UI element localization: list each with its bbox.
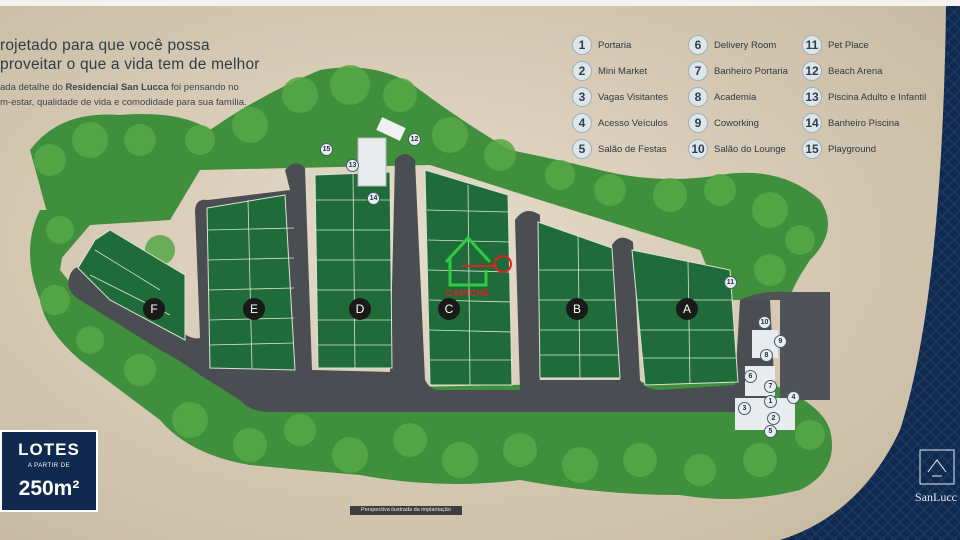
- map-marker: 5: [764, 425, 777, 438]
- legend-number-badge: 1: [572, 35, 592, 55]
- legend-number-badge: 7: [688, 61, 708, 81]
- sector-label: E: [243, 298, 265, 320]
- legend-item: 15 Playground: [802, 138, 876, 160]
- legend-number-badge: 15: [802, 139, 822, 159]
- legend-label: Banheiro Piscina: [828, 117, 900, 129]
- lotes-badge: LOTES A PARTIR DE 250m²: [0, 430, 98, 512]
- tree-canopy: [30, 67, 832, 499]
- brand-logo: SanLucc: [912, 446, 960, 516]
- watermark-text: CAPICHE: [446, 288, 491, 298]
- map-marker: 3: [738, 402, 751, 415]
- legend-number-badge: 6: [688, 35, 708, 55]
- sector-label: C: [438, 298, 460, 320]
- legend-item: 14 Banheiro Piscina: [802, 112, 899, 134]
- legend-item: 8 Academia: [688, 86, 756, 108]
- legend-number-badge: 2: [572, 61, 592, 81]
- beach-arena: [376, 117, 406, 141]
- lotes-title: LOTES: [18, 440, 80, 459]
- legend-label: Delivery Room: [714, 39, 777, 51]
- legend-number-badge: 11: [802, 35, 822, 55]
- legend-item: 6 Delivery Room: [688, 34, 776, 56]
- legend-item: 1 Portaria: [572, 34, 631, 56]
- legend-number-badge: 13: [802, 87, 822, 107]
- legend-item: 10 Salão do Lounge: [688, 138, 786, 160]
- legend-label: Banheiro Portaria: [714, 65, 788, 77]
- headline-line-1: rojetado para que você possa: [0, 37, 210, 54]
- sector-label: D: [349, 298, 371, 320]
- legend-label: Academia: [714, 91, 757, 103]
- house-watermark-icon: [444, 235, 492, 287]
- legend-label: Acesso Veículos: [598, 117, 668, 129]
- legend-number-badge: 8: [688, 87, 708, 107]
- legend-label: Playground: [828, 143, 877, 155]
- headline-line-2: proveitar o que a vida tem de melhor: [0, 56, 260, 73]
- map-marker: 9: [774, 335, 787, 348]
- legend-label: Portaria: [598, 39, 632, 51]
- description-line-1: ada detalhe do Residencial San Lucca foi…: [0, 82, 239, 93]
- description-line-2: m-estar, qualidade de vida e comodidade …: [0, 97, 247, 108]
- map-marker: 4: [787, 391, 800, 404]
- legend-label: Salão do Lounge: [714, 143, 786, 155]
- legend-number-badge: 4: [572, 113, 592, 133]
- map-marker: 14: [367, 192, 380, 205]
- brand-name: SanLucc: [915, 490, 957, 504]
- map-marker: 2: [767, 412, 780, 425]
- map-marker: 13: [346, 159, 359, 172]
- pool-building: [357, 137, 387, 187]
- sector-label: A: [676, 298, 698, 320]
- legend-number-badge: 9: [688, 113, 708, 133]
- map-marker: 1: [764, 395, 777, 408]
- legend-number-badge: 14: [802, 113, 822, 133]
- map-marker: 15: [320, 143, 333, 156]
- map-marker: 8: [760, 349, 773, 362]
- legend-label: Salão de Festas: [598, 143, 667, 155]
- lotes-size: 250m²: [18, 477, 80, 500]
- legend-label: Piscina Adulto e Infantil: [828, 91, 927, 103]
- sector-label: B: [566, 298, 588, 320]
- legend-number-badge: 3: [572, 87, 592, 107]
- tree-highlights: [34, 65, 825, 486]
- legend-item: 11 Pet Place: [802, 34, 869, 56]
- legend-label: Mini Market: [598, 65, 648, 77]
- legend-number-badge: 5: [572, 139, 592, 159]
- legend-item: 7 Banheiro Portaria: [688, 60, 788, 82]
- legend-item: 5 Salão de Festas: [572, 138, 667, 160]
- legend-item: 2 Mini Market: [572, 60, 647, 82]
- legend-label: Coworking: [714, 117, 759, 129]
- legend-item: 12 Beach Arena: [802, 60, 882, 82]
- legend-item: 9 Coworking: [688, 112, 759, 134]
- project-name: Residencial San Lucca: [65, 82, 169, 93]
- legend-item: 13 Piscina Adulto e Infantil: [802, 86, 926, 108]
- legend-label: Pet Place: [828, 39, 869, 51]
- illustration-caption: Perspectiva ilustrada da implantação: [350, 506, 462, 515]
- legend-item: 3 Vagas Visitantes: [572, 86, 668, 108]
- sector-label: F: [143, 298, 165, 320]
- headline: rojetado para que você possa proveitar o…: [0, 36, 260, 74]
- brand-emblem-icon: [919, 449, 955, 485]
- map-marker: 7: [764, 380, 777, 393]
- map-marker: 10: [758, 316, 771, 329]
- legend-number-badge: 12: [802, 61, 822, 81]
- map-marker: 6: [744, 370, 757, 383]
- map-marker: 11: [724, 276, 737, 289]
- legend-number-badge: 10: [688, 139, 708, 159]
- legend-label: Vagas Visitantes: [598, 91, 668, 103]
- lotes-subtitle: A PARTIR DE: [27, 463, 71, 469]
- legend-label: Beach Arena: [828, 65, 883, 77]
- legend-item: 4 Acesso Veículos: [572, 112, 668, 134]
- map-marker: 12: [408, 133, 421, 146]
- description: ada detalhe do Residencial San Lucca foi…: [0, 80, 247, 110]
